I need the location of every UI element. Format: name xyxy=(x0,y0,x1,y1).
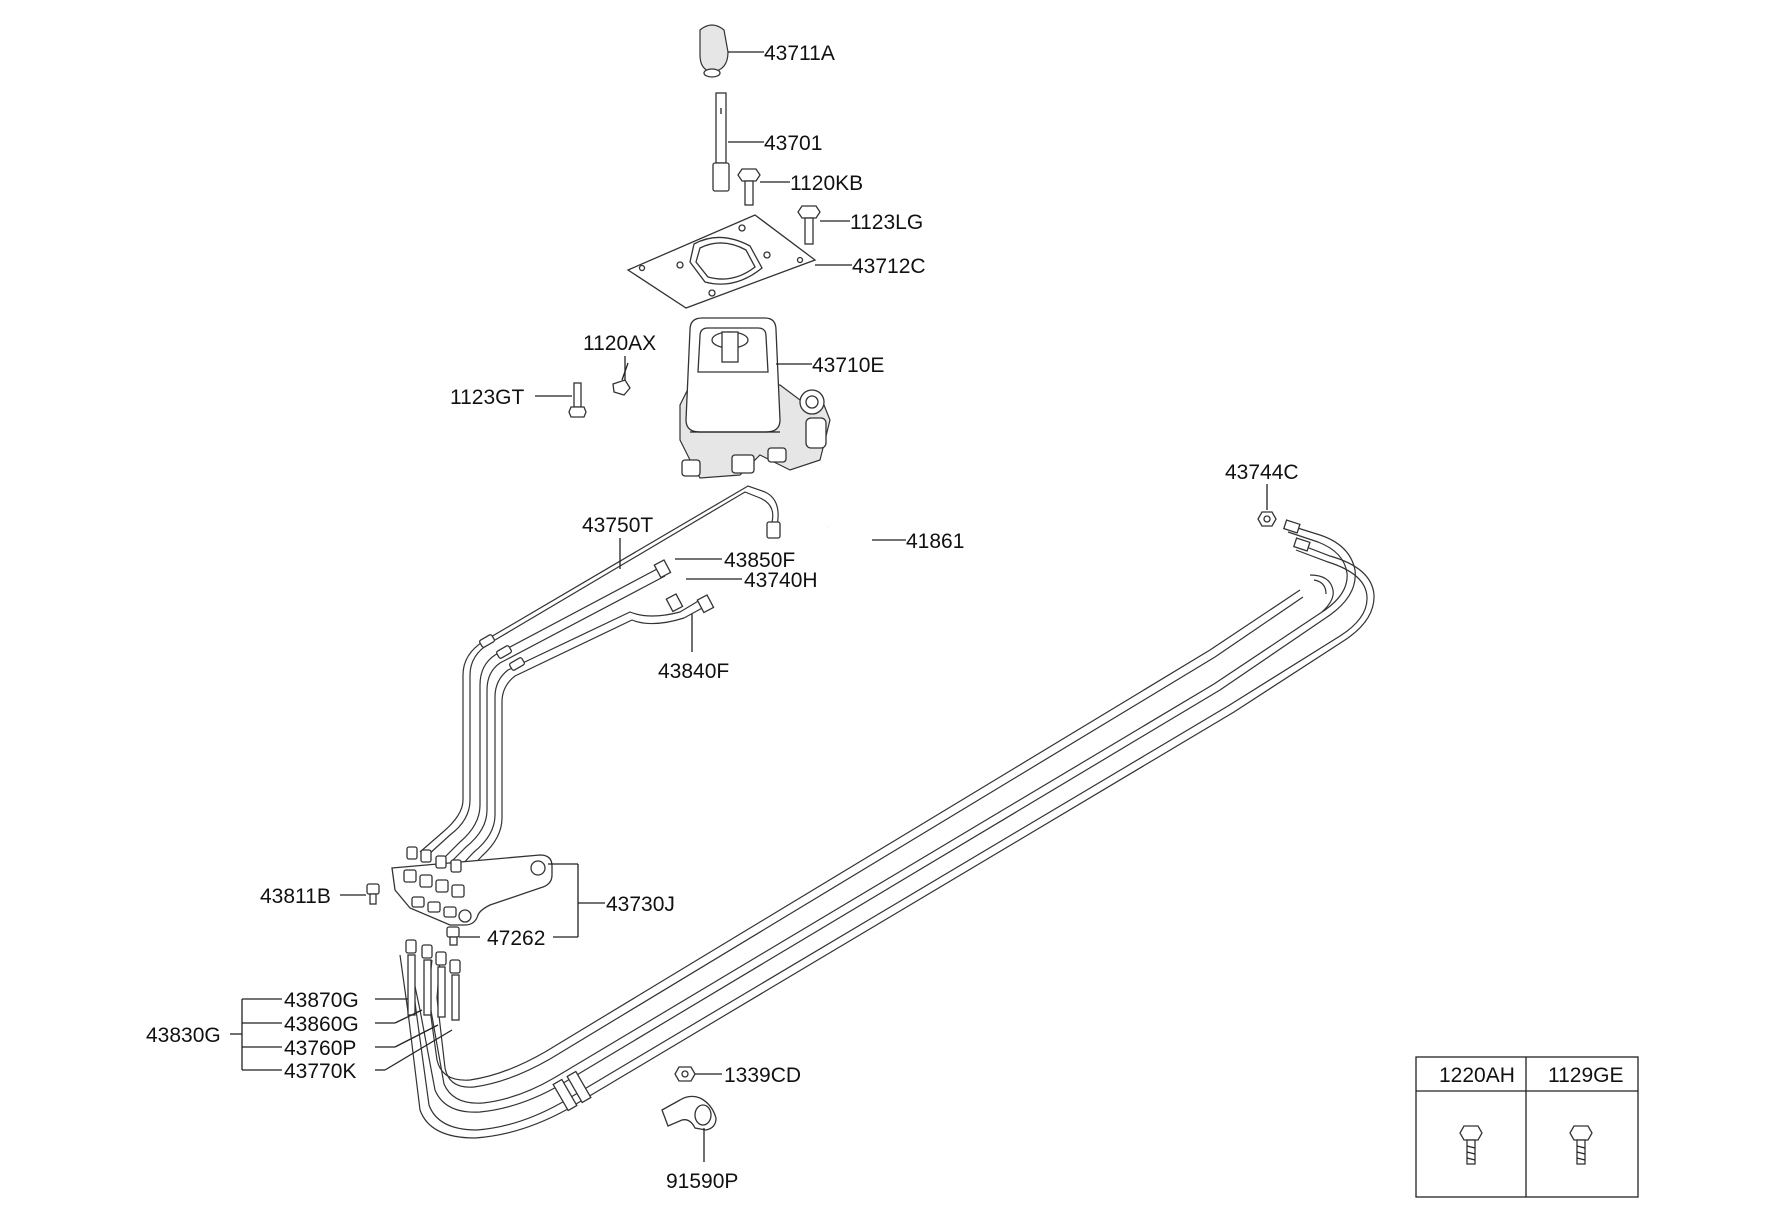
label-91590P[interactable]: 91590P xyxy=(666,1170,738,1193)
fitting-47262 xyxy=(446,926,460,946)
label-43730J[interactable]: 43730J xyxy=(606,893,675,916)
nut-43744C xyxy=(1257,511,1277,527)
shift-lever xyxy=(712,92,730,192)
label-43710E[interactable]: 43710E xyxy=(812,354,884,377)
label-43840F[interactable]: 43840F xyxy=(658,660,729,683)
lower-hose-ends xyxy=(405,939,461,1021)
fastener-legend-table: 1220AH 1129GE xyxy=(1415,1056,1639,1198)
label-47262[interactable]: 47262 xyxy=(487,927,545,950)
label-43850F[interactable]: 43850F xyxy=(724,549,795,572)
label-43701[interactable]: 43701 xyxy=(764,132,822,155)
label-43770K[interactable]: 43770K xyxy=(284,1060,356,1083)
label-43760P[interactable]: 43760P xyxy=(284,1037,356,1060)
bolt-1129GE-icon xyxy=(1569,1125,1593,1165)
label-43740H[interactable]: 43740H xyxy=(744,569,818,592)
label-1123LG[interactable]: 1123LG xyxy=(850,211,923,234)
legend-col-1129GE: 1129GE xyxy=(1548,1064,1624,1087)
label-43860G[interactable]: 43860G xyxy=(284,1013,359,1036)
label-1120KB[interactable]: 1120KB xyxy=(790,172,863,195)
bolt-1123LG xyxy=(797,205,821,245)
shifter-housing xyxy=(679,317,831,479)
upper-pipe-bundle xyxy=(419,485,781,875)
label-43750T[interactable]: 43750T xyxy=(582,514,653,537)
label-43830G[interactable]: 43830G xyxy=(146,1024,221,1047)
shift-knob xyxy=(699,24,729,78)
bolt-1220AH-icon xyxy=(1459,1125,1483,1165)
bolt-1123GT xyxy=(568,382,587,418)
label-1339CD[interactable]: 1339CD xyxy=(724,1064,801,1087)
label-1120AX[interactable]: 1120AX xyxy=(583,332,656,355)
label-43711A[interactable]: 43711A xyxy=(764,42,835,65)
bolt-1120KB xyxy=(737,168,761,206)
fitting-43811B xyxy=(366,883,380,905)
label-1123GT[interactable]: 1123GT xyxy=(450,386,524,409)
clamp-91590P xyxy=(661,1095,717,1131)
manifold-block xyxy=(391,846,553,926)
label-43712C[interactable]: 43712C xyxy=(852,255,926,278)
legend-col-1220AH: 1220AH xyxy=(1439,1064,1515,1087)
screw-1120AX xyxy=(612,362,631,396)
plate-gasket xyxy=(626,214,817,309)
label-43870G[interactable]: 43870G xyxy=(284,989,359,1012)
nut-1339CD xyxy=(674,1066,696,1082)
hose-41861 xyxy=(826,516,881,571)
label-43744C[interactable]: 43744C xyxy=(1225,461,1299,484)
label-43811B[interactable]: 43811B xyxy=(260,885,331,908)
long-pipe-run xyxy=(399,519,1375,1139)
label-41861[interactable]: 41861 xyxy=(906,530,964,553)
